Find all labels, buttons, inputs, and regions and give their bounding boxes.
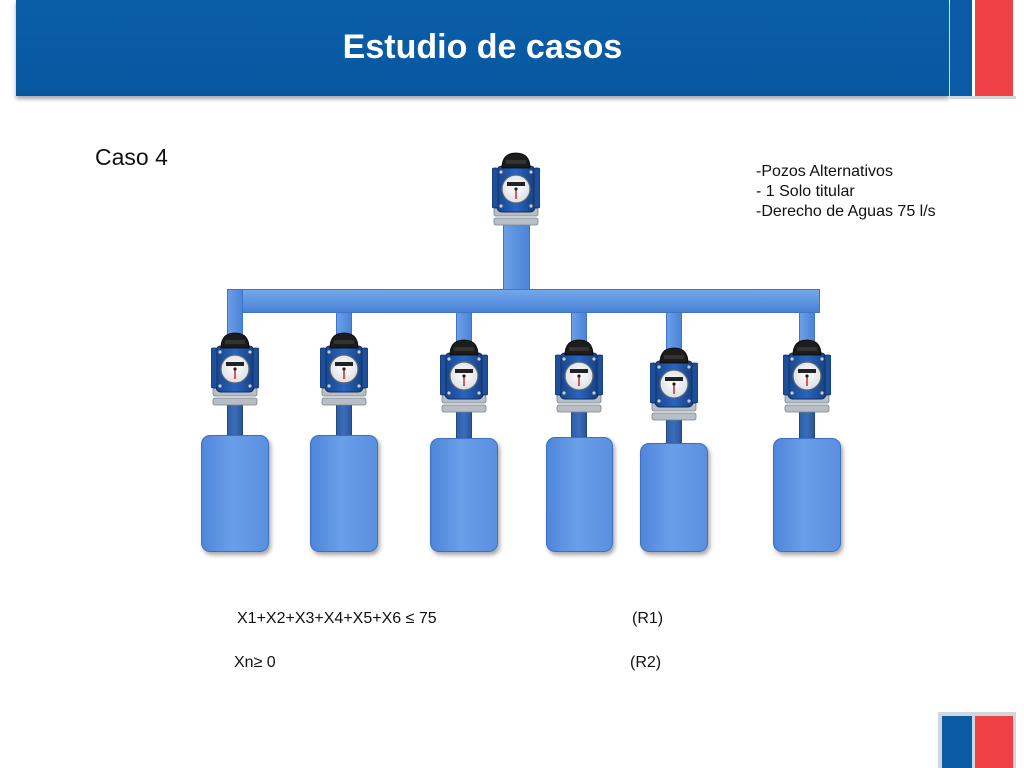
note-wells: -Pozos Alternativos <box>756 163 893 180</box>
branch-water-meter-icon-4 <box>554 339 604 415</box>
case-label: Caso 4 <box>95 144 168 170</box>
constraint-r2-expr: Xn≥ 0 <box>234 654 276 671</box>
tank-inlet-pipe-4 <box>571 411 587 439</box>
flag-shadow-top <box>950 96 1016 99</box>
well-tank-3 <box>430 438 498 552</box>
notes-list: -Pozos Alternativos - 1 Solo titular -De… <box>756 162 936 222</box>
well-tank-5 <box>640 443 708 552</box>
tank-inlet-pipe-1 <box>227 404 243 437</box>
note-owner: - 1 Solo titular <box>756 183 855 200</box>
branch-water-meter-icon-2 <box>319 332 369 408</box>
tank-inlet-pipe-2 <box>336 404 352 437</box>
flag-blue-top <box>950 0 972 96</box>
constraint-r1-expr: X1+X2+X3+X4+X5+X6 ≤ 75 <box>237 610 437 627</box>
well-tank-1 <box>201 435 269 552</box>
flag-red-bottom <box>975 716 1013 768</box>
branch-water-meter-icon-3 <box>439 339 489 415</box>
well-tank-6 <box>773 438 841 552</box>
tank-inlet-pipe-6 <box>799 411 815 440</box>
branch-water-meter-icon-5 <box>649 347 699 423</box>
main-water-meter-icon <box>491 152 541 228</box>
flag-red-top <box>975 0 1013 96</box>
branch-pipe-1 <box>227 289 243 336</box>
flag-blue-bottom <box>942 716 972 768</box>
page-title: Estudio de casos <box>342 28 623 66</box>
header-banner: Estudio de casos <box>16 0 949 96</box>
main-riser-pipe <box>503 222 530 292</box>
branch-pipe-5 <box>666 312 682 351</box>
branch-water-meter-icon-6 <box>782 339 832 415</box>
well-tank-4 <box>546 437 613 552</box>
header-pipe <box>228 289 820 313</box>
note-water-right: -Derecho de Aguas 75 l/s <box>756 203 936 220</box>
constraint-r1-tag: (R1) <box>632 610 664 627</box>
constraint-r2-tag: (R2) <box>630 654 662 671</box>
branch-water-meter-icon-1 <box>210 332 260 408</box>
well-tank-2 <box>310 435 378 552</box>
tank-inlet-pipe-3 <box>456 411 472 440</box>
